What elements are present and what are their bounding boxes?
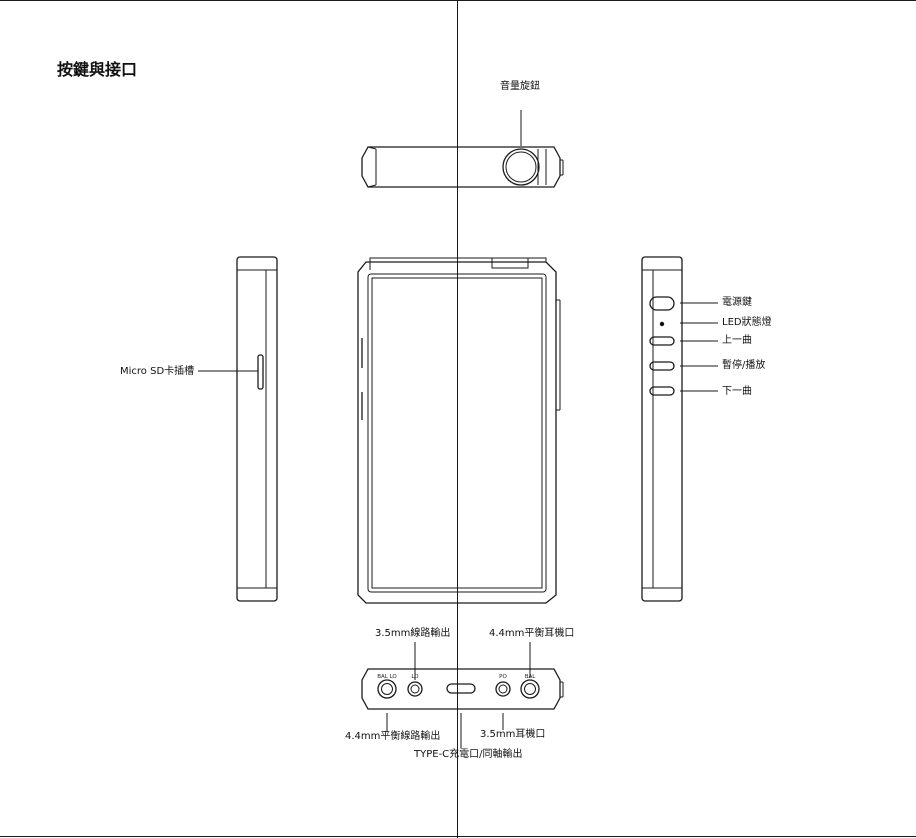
right-side-view [642,257,718,601]
led-indicator-label: LED狀態燈 [722,317,772,329]
next-button-label: 下一曲 [722,386,752,398]
next-button-icon [650,387,674,395]
play-pause-button-icon [650,362,674,370]
top-view [362,110,563,187]
typec-port-icon [447,684,475,693]
front-view [358,258,560,603]
bal-port-icon [521,680,539,698]
bal-lo-port-icon [378,680,396,698]
led-indicator-icon [660,322,664,326]
volume-knob-icon [503,149,539,185]
volume-knob-label: 音量旋鈕 [500,81,540,93]
line-out-35-label: 3.5mm線路輸出 [375,628,450,640]
bal-lo-port-label: BAL LO [377,674,397,680]
po-port-icon [496,682,510,696]
power-button-icon [650,297,674,310]
po-port-label: PO [499,674,507,680]
micro-sd-label: Micro SD卡插槽 [120,366,194,378]
bal-line-44-label: 4.4mm平衡線路輸出 [345,731,440,743]
power-button-label: 電源鍵 [722,297,752,309]
play-pause-button-label: 暫停/播放 [722,360,765,372]
micro-sd-slot-icon [258,355,263,389]
phone-35-label: 3.5mm耳機口 [480,729,545,741]
prev-button-icon [650,337,674,345]
bal-44-label: 4.4mm平衡耳機口 [489,628,574,640]
typec-label: TYPE-C充電口/同軸輸出 [414,749,523,761]
lo-port-icon [408,682,422,696]
left-side-view [198,257,277,601]
prev-button-label: 上一曲 [722,335,752,347]
